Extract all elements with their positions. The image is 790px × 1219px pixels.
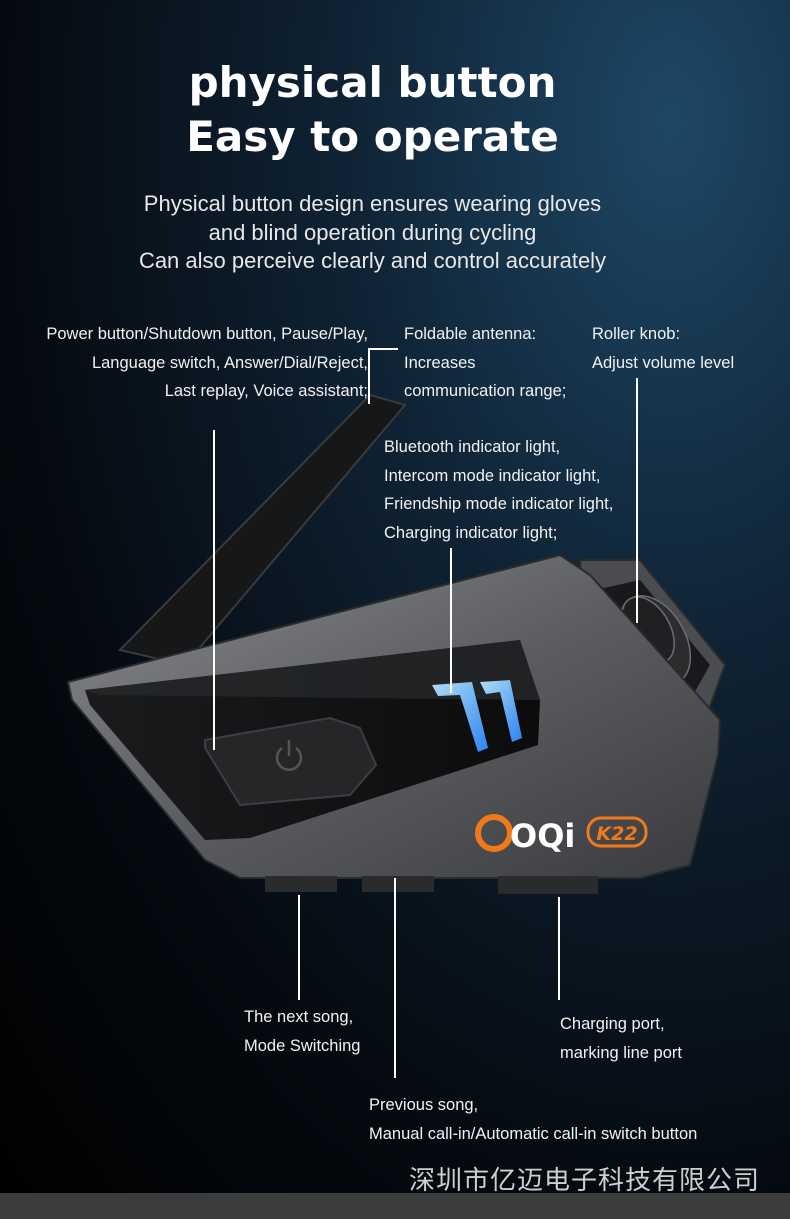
- callout-next-song-line1: The next song,: [244, 1008, 354, 1026]
- svg-text:K22: K22: [596, 823, 637, 845]
- callout-previous-line1: Previous song,: [369, 1096, 479, 1114]
- brand-logo: OQi K22: [475, 814, 648, 855]
- callout-charging-port: Charging port, marking line port: [560, 1010, 682, 1067]
- callout-roller-line2: Adjust volume level: [592, 353, 735, 372]
- callout-antenna-line3: communication range;: [404, 382, 567, 400]
- model-badge: [586, 816, 648, 848]
- callout-line-power: [213, 430, 215, 750]
- page-title-line1: physical button: [188, 58, 557, 107]
- callout-next-song-line2: Mode Switching: [244, 1036, 361, 1055]
- callout-power-line1: Power button/Shutdown button, Pause/Play…: [46, 325, 368, 343]
- callout-next-song: The next song, Mode Switching: [244, 1003, 360, 1060]
- callout-antenna: Foldable antenna: Increases communicatio…: [404, 320, 566, 406]
- callout-charging-line1: Charging port,: [560, 1015, 665, 1033]
- callout-line-previous-song: [394, 878, 396, 1078]
- callout-indicator-line4: Charging indicator light;: [384, 523, 558, 542]
- subtitle-line1: Physical button design ensures wearing g…: [143, 191, 602, 216]
- callout-indicator-line1: Bluetooth indicator light,: [384, 438, 561, 456]
- page-title-line2: Easy to operate: [186, 112, 559, 161]
- callout-previous-song: Previous song, Manual call-in/Automatic …: [369, 1091, 697, 1148]
- callout-power-line3: Last replay, Voice assistant;: [164, 382, 368, 400]
- callout-line-antenna-v: [368, 348, 370, 404]
- callout-power-button: Power button/Shutdown button, Pause/Play…: [46, 320, 368, 406]
- callout-indicator-line2: Intercom mode indicator light,: [384, 466, 601, 485]
- subtitle-line3: Can also perceive clearly and control ac…: [138, 248, 607, 273]
- callout-charging-line2: marking line port: [560, 1043, 682, 1062]
- callout-line-indicator: [450, 548, 452, 693]
- power-icon: [275, 740, 303, 771]
- callout-power-line2: Language switch, Answer/Dial/Reject,: [91, 353, 368, 372]
- callout-line-roller: [636, 378, 638, 623]
- logo-text: OQi: [510, 817, 575, 855]
- callout-line-antenna-h: [368, 348, 398, 350]
- callout-previous-line2: Manual call-in/Automatic call-in switch …: [369, 1124, 698, 1143]
- callout-roller-line1: Roller knob:: [592, 325, 681, 343]
- callout-indicator-line3: Friendship mode indicator light,: [384, 495, 614, 513]
- power-button: [204, 716, 378, 807]
- callout-line-next-song: [298, 895, 300, 1000]
- subtitle-line2: and blind operation during cycling: [208, 220, 537, 245]
- callout-line-charging: [558, 897, 560, 1000]
- indicator-lights: [432, 680, 522, 752]
- callout-antenna-line2: Increases: [404, 353, 476, 372]
- callout-antenna-line1: Foldable antenna:: [404, 325, 537, 343]
- footer-band: [0, 1193, 790, 1219]
- callout-roller-knob: Roller knob: Adjust volume level: [592, 320, 734, 377]
- logo-mark-icon: [475, 814, 513, 852]
- callout-indicator-lights: Bluetooth indicator light, Intercom mode…: [384, 433, 613, 547]
- company-name: 深圳市亿迈电子科技有限公司: [408, 1166, 760, 1196]
